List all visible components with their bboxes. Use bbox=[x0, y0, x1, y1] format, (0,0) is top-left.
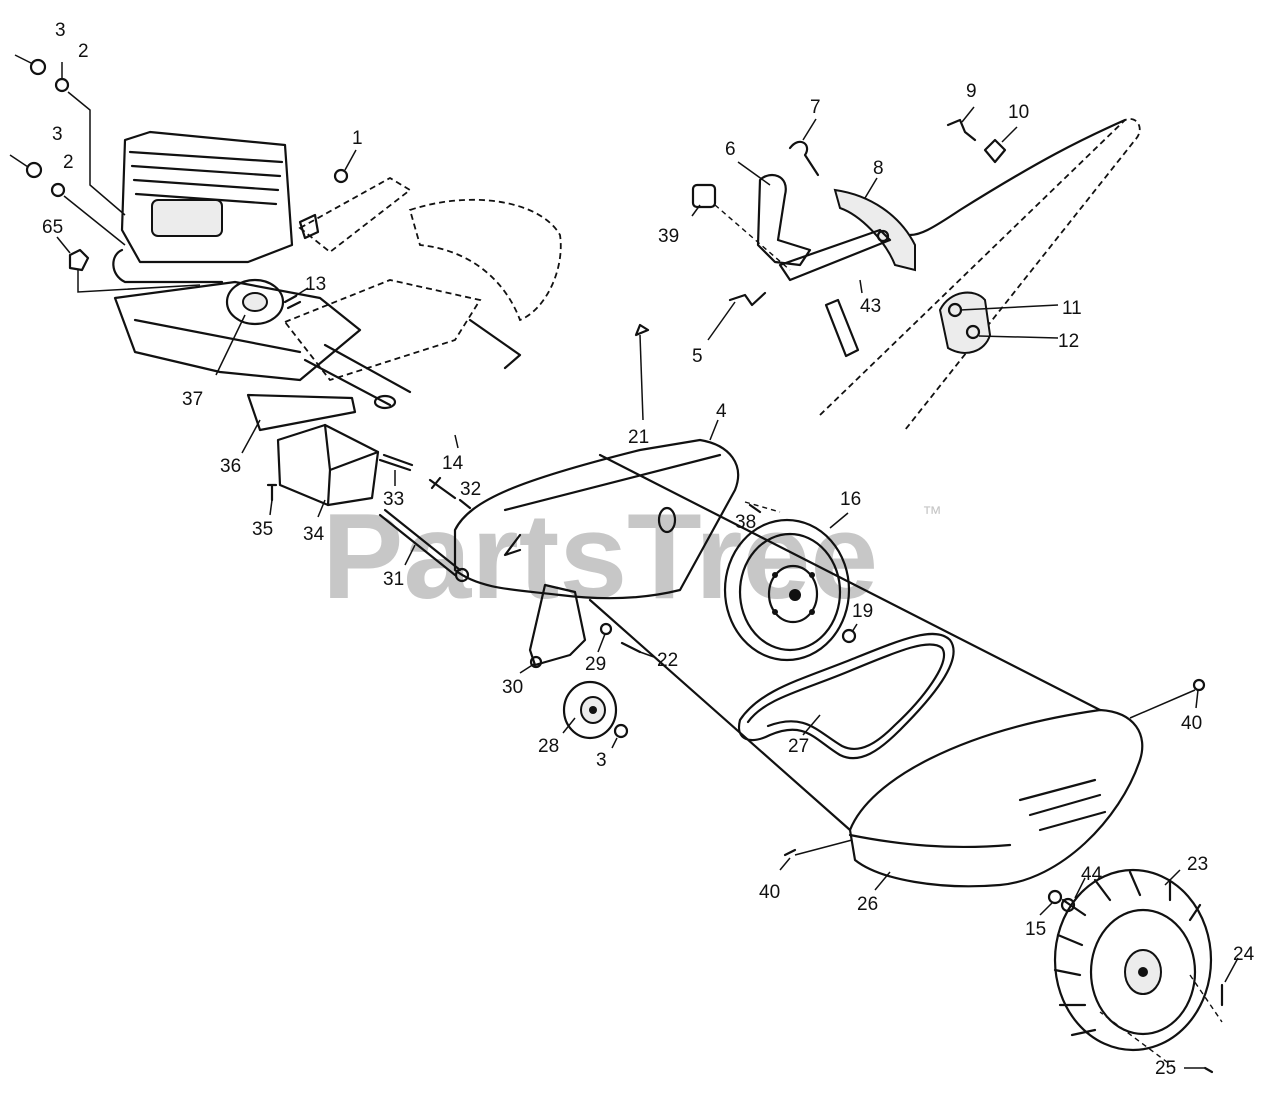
callout-40-a: 40 bbox=[1181, 713, 1202, 734]
idler-pulley-28 bbox=[562, 680, 618, 740]
callout-3-a: 3 bbox=[55, 20, 66, 41]
spring-5 bbox=[728, 291, 767, 307]
callout-32: 32 bbox=[460, 479, 481, 500]
knob-11-12 bbox=[938, 291, 992, 354]
callout-5: 5 bbox=[692, 346, 703, 367]
callout-25: 25 bbox=[1155, 1058, 1176, 1079]
callout-37: 37 bbox=[182, 389, 203, 410]
bolt-9 bbox=[946, 118, 977, 142]
callout-22: 22 bbox=[657, 650, 678, 671]
leader-lines bbox=[9, 54, 1239, 1069]
handle-bar bbox=[819, 118, 1141, 431]
callout-10: 10 bbox=[1008, 102, 1029, 123]
callout-labels: 3 2 3 2 65 1 13 37 36 14 33 32 35 34 31 … bbox=[42, 20, 1255, 1079]
belt-27 bbox=[737, 632, 955, 760]
rod-31 bbox=[378, 508, 470, 583]
callout-26: 26 bbox=[857, 894, 878, 915]
tine-shield bbox=[453, 438, 740, 600]
callout-23: 23 bbox=[1187, 854, 1208, 875]
callout-16: 16 bbox=[840, 489, 861, 510]
pulley-16 bbox=[723, 518, 851, 662]
callout-28: 28 bbox=[538, 736, 559, 757]
callout-44: 44 bbox=[1081, 864, 1103, 885]
callout-15: 15 bbox=[1025, 919, 1046, 940]
tiller-body bbox=[588, 453, 1102, 832]
bracket-6 bbox=[756, 173, 812, 267]
callout-35: 35 bbox=[252, 519, 273, 540]
spacer-39 bbox=[691, 183, 717, 209]
transmission-housing bbox=[113, 176, 562, 410]
callout-1: 1 bbox=[352, 128, 363, 149]
callout-3-c: 3 bbox=[596, 750, 607, 771]
callout-2-a: 2 bbox=[78, 41, 89, 62]
callout-38: 38 bbox=[735, 512, 756, 533]
callout-13: 13 bbox=[305, 274, 326, 295]
callout-11: 11 bbox=[1062, 298, 1082, 319]
bracket-30 bbox=[528, 583, 587, 667]
callout-27: 27 bbox=[788, 736, 809, 757]
callout-12: 12 bbox=[1058, 331, 1079, 352]
support-box-34 bbox=[276, 423, 380, 507]
callout-21: 21 bbox=[628, 427, 649, 448]
callout-3-b: 3 bbox=[52, 124, 63, 145]
callout-19: 19 bbox=[852, 601, 873, 622]
callout-43: 43 bbox=[860, 296, 881, 317]
callout-2-b: 2 bbox=[63, 152, 74, 173]
callout-24: 24 bbox=[1233, 944, 1255, 965]
callout-39: 39 bbox=[658, 226, 679, 247]
callout-34: 34 bbox=[303, 524, 325, 545]
bracket-36 bbox=[246, 393, 357, 432]
bolt-35 bbox=[266, 483, 278, 502]
callout-14: 14 bbox=[442, 453, 464, 474]
watermark: PartsTree bbox=[322, 488, 878, 624]
callout-33: 33 bbox=[383, 489, 404, 510]
wheel-23 bbox=[1053, 868, 1213, 1052]
callout-31: 31 bbox=[383, 569, 404, 590]
callout-30: 30 bbox=[502, 677, 523, 698]
nut-10 bbox=[983, 138, 1007, 164]
callout-40-b: 40 bbox=[759, 882, 780, 903]
callout-6: 6 bbox=[725, 139, 736, 160]
callout-8: 8 bbox=[873, 158, 884, 179]
callout-4: 4 bbox=[716, 401, 727, 422]
callout-7: 7 bbox=[810, 97, 821, 118]
engine bbox=[112, 130, 294, 284]
bolt-33 bbox=[378, 453, 414, 472]
callout-36: 36 bbox=[220, 456, 241, 477]
pin-43 bbox=[824, 298, 860, 358]
hood-26 bbox=[848, 708, 1144, 888]
bolt-32 bbox=[428, 476, 472, 510]
callout-9: 9 bbox=[966, 81, 977, 102]
bolt-7 bbox=[788, 140, 820, 177]
watermark-trademark: ™ bbox=[922, 503, 942, 525]
callout-65: 65 bbox=[42, 217, 63, 238]
callout-29: 29 bbox=[585, 654, 606, 675]
lever-8 bbox=[778, 188, 916, 282]
